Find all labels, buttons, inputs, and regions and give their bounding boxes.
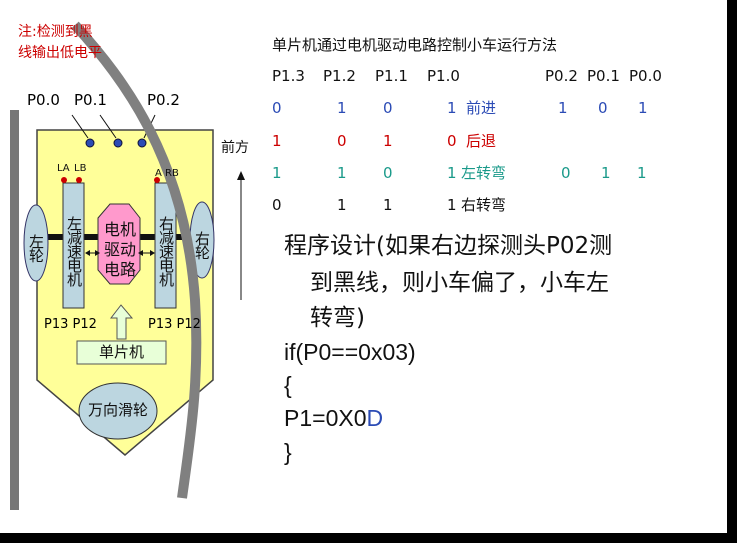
note-line1: 注:检测到黑	[18, 24, 93, 40]
header-p11: P1.1	[375, 67, 408, 85]
header-p13: P1.3	[272, 67, 305, 85]
probe-p02-dot	[137, 138, 147, 148]
left-wheel-shape	[23, 204, 49, 282]
probe-label-p00: P0.0	[27, 91, 60, 109]
code-line3-main: P1=0X0	[284, 405, 367, 431]
row1-p11: 1	[383, 132, 393, 150]
pins-right-label: P13 P12	[148, 317, 201, 332]
probe-p01-dot	[113, 138, 123, 148]
row0-action: 前进	[466, 99, 497, 117]
left-track-line	[10, 110, 19, 510]
driver-label: 电机驱动电路	[103, 220, 136, 279]
header-p01: P0.1	[587, 67, 620, 85]
left-motor-label: 左减速电机	[65, 215, 83, 286]
header-p02: P0.2	[545, 67, 578, 85]
frame-right-border	[727, 0, 737, 543]
right-wheel-label: 右轮	[193, 231, 211, 259]
left-wheel-label: 左轮	[27, 234, 45, 262]
row0-p00: 1	[638, 99, 648, 117]
row0-p11: 0	[383, 99, 393, 117]
note-line2: 线输出低电平	[18, 45, 102, 61]
program-line3: 转弯)	[310, 305, 365, 331]
code-line2: {	[284, 372, 292, 398]
code-line3: P1=0X0D	[284, 407, 383, 430]
row0-p12: 1	[337, 99, 347, 117]
probe-label-p01: P0.1	[74, 91, 107, 109]
code-line1: if(P0==0x03)	[284, 339, 416, 365]
row1-action: 后退	[466, 132, 497, 150]
row0-p02: 1	[558, 99, 568, 117]
row3-p12: 1	[337, 196, 347, 214]
program-line1: 程序设计(如果右边探测头P02测	[284, 233, 613, 259]
row0-p10: 1	[447, 99, 457, 117]
probe-label-p02: P0.2	[147, 91, 180, 109]
mcu-to-driver-arrow	[109, 304, 134, 340]
row1-p12: 0	[337, 132, 347, 150]
row1-p10: 0	[447, 132, 457, 150]
header-p00: P0.0	[629, 67, 662, 85]
caster-shape	[78, 382, 158, 440]
mcu-box	[76, 340, 167, 365]
la-terminal	[61, 177, 67, 183]
row0-p13: 0	[272, 99, 282, 117]
caster-label: 万向滑轮	[87, 401, 148, 419]
driver-circuit-shape	[97, 203, 141, 285]
pins-left-label: P13 P12	[44, 317, 97, 332]
row3-p13: 0	[272, 196, 282, 214]
row2-p01: 1	[601, 164, 611, 182]
rb-label: RB	[165, 168, 179, 179]
row2-action: 左转弯	[461, 164, 507, 182]
row0-p01: 0	[598, 99, 608, 117]
mcu-label: 单片机	[98, 343, 144, 361]
row2-p10: 1	[447, 164, 457, 182]
header-p12: P1.2	[323, 67, 356, 85]
row3-p10: 1	[447, 196, 457, 214]
lb-label: LB	[74, 163, 87, 174]
right-motor-label: 右减速电机	[157, 215, 175, 286]
row2-p00: 1	[637, 164, 647, 182]
row1-p13: 1	[272, 132, 282, 150]
la-label: LA	[57, 163, 70, 174]
row2-p11: 0	[383, 164, 393, 182]
curved-track-line	[71, 21, 202, 499]
row2-p13: 1	[272, 164, 282, 182]
left-motor-shape	[62, 182, 85, 309]
row2-p12: 1	[337, 164, 347, 182]
code-line3-hex-digit: D	[366, 405, 384, 431]
code-line4: }	[284, 439, 292, 465]
ra-terminal	[154, 177, 160, 183]
row3-action: 右转弯	[461, 196, 507, 214]
table-title: 单片机通过电机驱动电路控制小车运行方法	[272, 36, 558, 54]
frame-bottom-border	[0, 533, 737, 543]
header-p10: P1.0	[427, 67, 460, 85]
right-motor-shape	[154, 182, 177, 309]
probe-p00-dot	[85, 138, 95, 148]
program-line2: 到黑线，则小车偏了，小车左	[310, 270, 609, 296]
row3-p11: 1	[383, 196, 393, 214]
ra-label: A	[155, 168, 162, 179]
front-label: 前方	[221, 140, 249, 156]
row2-p02: 0	[561, 164, 571, 182]
lb-terminal	[76, 177, 82, 183]
